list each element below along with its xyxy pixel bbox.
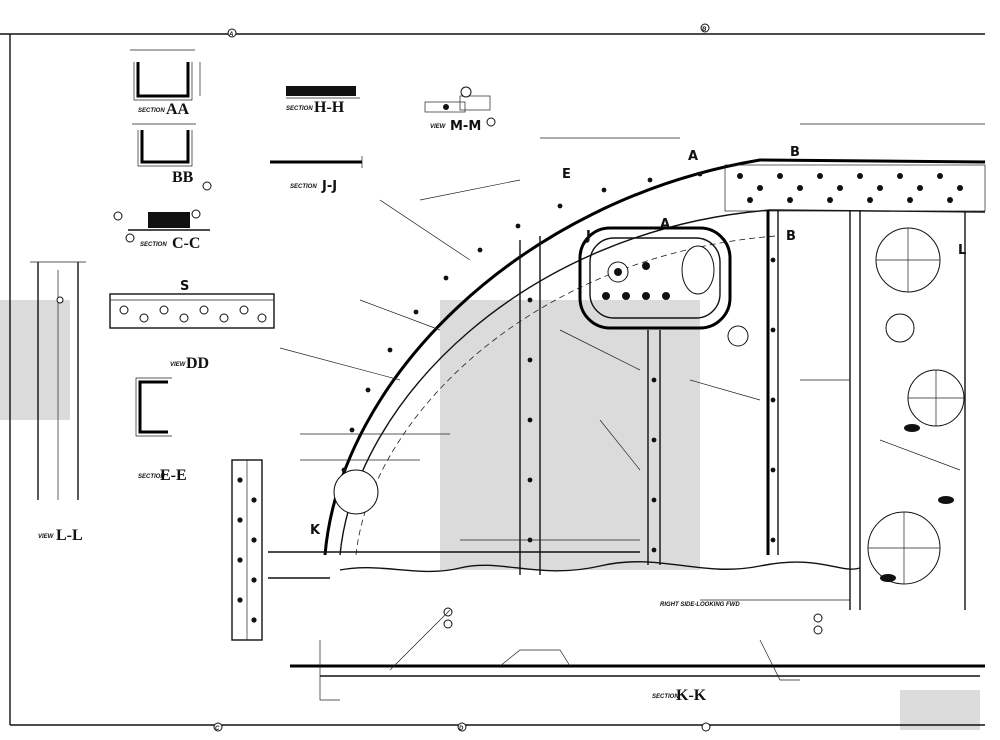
- callout-a-upper: A: [688, 149, 698, 164]
- section-kk-word: SECTION: [652, 694, 679, 700]
- view-ll: VIEW L-L: [30, 261, 86, 544]
- section-jj-word: SECTION: [290, 184, 317, 190]
- hole-strip: S: [109, 279, 275, 329]
- s-label: S: [180, 279, 189, 294]
- section-ee: VIEW DD SECTION E-E: [135, 355, 209, 484]
- section-jj-label: J-J: [321, 179, 337, 194]
- view-mm-word: VIEW: [430, 124, 447, 130]
- view-ll-label: L-L: [56, 527, 83, 544]
- leader-lines: [279, 123, 985, 671]
- view-mm: VIEW M-M: [424, 86, 496, 134]
- right-side-note: RIGHT SIDE-LOOKING FWD: [660, 602, 740, 608]
- view-dd-word: VIEW: [170, 362, 187, 368]
- section-ee-word: SECTION: [138, 474, 165, 480]
- section-hh: SECTION H-H: [286, 86, 360, 116]
- section-ee-label: E-E: [160, 467, 187, 484]
- callout-a-lower: A: [660, 217, 670, 232]
- section-jj: SECTION J-J: [270, 156, 363, 194]
- break-line: RIGHT SIDE-LOOKING FWD: [268, 551, 861, 608]
- callout-letters: K E A A B B L J: [310, 145, 966, 538]
- section-cc-label: C-C: [172, 235, 200, 252]
- sheet-border: [0, 23, 985, 732]
- zone-mark: D: [459, 726, 464, 732]
- upper-riveted-band: [724, 164, 986, 212]
- zone-marks: A B C D: [215, 27, 707, 732]
- section-kk: SECTION K-K: [290, 607, 985, 704]
- zone-mark: A: [228, 32, 233, 38]
- section-bb-label: BB: [172, 169, 194, 186]
- callout-j: J: [585, 229, 591, 244]
- callout-b-upper: B: [790, 145, 800, 160]
- access-panel: [578, 226, 749, 347]
- section-aa: SECTION AA: [130, 49, 201, 118]
- section-bb: BB: [132, 123, 212, 191]
- left-riveted-strip: [231, 459, 263, 641]
- section-kk-label: K-K: [676, 687, 707, 704]
- section-aa-word: SECTION: [138, 108, 165, 114]
- section-hh-label: H-H: [314, 99, 345, 116]
- view-ll-word: VIEW: [38, 534, 55, 540]
- callout-e: E: [562, 167, 571, 182]
- section-cc: SECTION C-C: [113, 209, 210, 252]
- zone-mark: B: [702, 27, 707, 33]
- section-hh-word: SECTION: [286, 106, 313, 112]
- view-dd-label: DD: [186, 355, 209, 372]
- callout-k: K: [310, 523, 321, 538]
- view-mm-label: M-M: [450, 119, 481, 134]
- callout-l: L: [958, 243, 966, 258]
- section-cc-word: SECTION: [140, 242, 167, 248]
- section-aa-label: AA: [166, 101, 190, 118]
- lightening-holes: [333, 227, 965, 585]
- callout-b-lower: B: [786, 229, 796, 244]
- vertical-members: [519, 210, 966, 610]
- zone-mark: C: [215, 726, 220, 732]
